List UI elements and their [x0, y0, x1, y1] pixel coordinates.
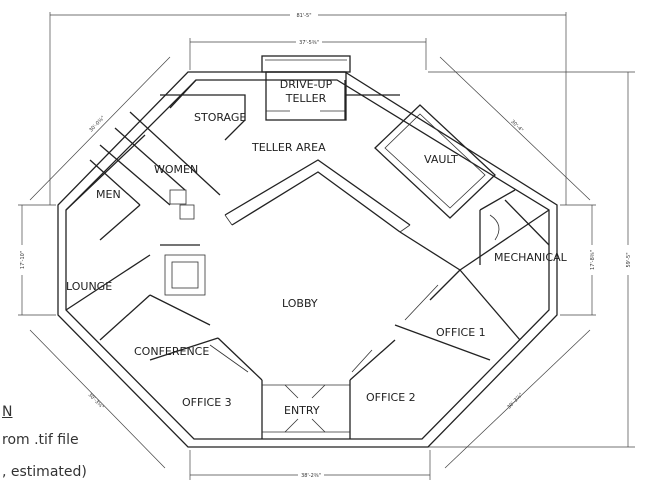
dim-lower-right-diag: 30'-3⅞": [506, 392, 524, 410]
label-entry: ENTRY: [284, 404, 320, 417]
dim-left-side: 17'-10": [20, 251, 26, 269]
dim-overall-depth: 59'-5": [626, 252, 632, 267]
label-vault: VAULT: [424, 153, 458, 166]
label-office-2: OFFICE 2: [366, 391, 416, 404]
dim-right-side: 17'-8⅜": [590, 250, 596, 270]
label-drive-up-teller: TELLER: [285, 92, 327, 105]
note-line-estimated: , estimated): [2, 464, 87, 480]
plan-title-fragment: N: [2, 404, 13, 420]
label-conference: CONFERENCE: [134, 345, 209, 358]
dim-bottom-width: 38'-2⅜": [301, 473, 321, 479]
label-office-3: OFFICE 3: [182, 396, 232, 409]
label-teller-area: TELLER AREA: [251, 141, 326, 154]
dim-top-width: 37'-5⅜": [299, 40, 319, 46]
label-office-1: OFFICE 1: [436, 326, 486, 339]
dim-upper-right-diag: 30'-4": [509, 119, 524, 134]
interior-walls: [65, 79, 550, 439]
note-line-source: rom .tif file: [2, 432, 79, 448]
label-storage: STORAGE: [194, 111, 246, 124]
room-labels: DRIVE-UP TELLER STORAGE TELLER AREA VAUL…: [66, 78, 568, 417]
exterior-walls: [57, 55, 558, 448]
label-lounge: LOUNGE: [66, 280, 112, 293]
label-women: WOMEN: [154, 163, 198, 176]
dim-lower-left-diag: 30'-3¼": [87, 392, 105, 410]
dim-overall-width: 81'-5": [296, 13, 311, 19]
label-drive-up: DRIVE-UP: [280, 78, 333, 91]
label-lobby: LOBBY: [282, 297, 318, 310]
label-men: MEN: [96, 188, 121, 201]
label-mechanical: MECHANICAL: [494, 251, 568, 264]
